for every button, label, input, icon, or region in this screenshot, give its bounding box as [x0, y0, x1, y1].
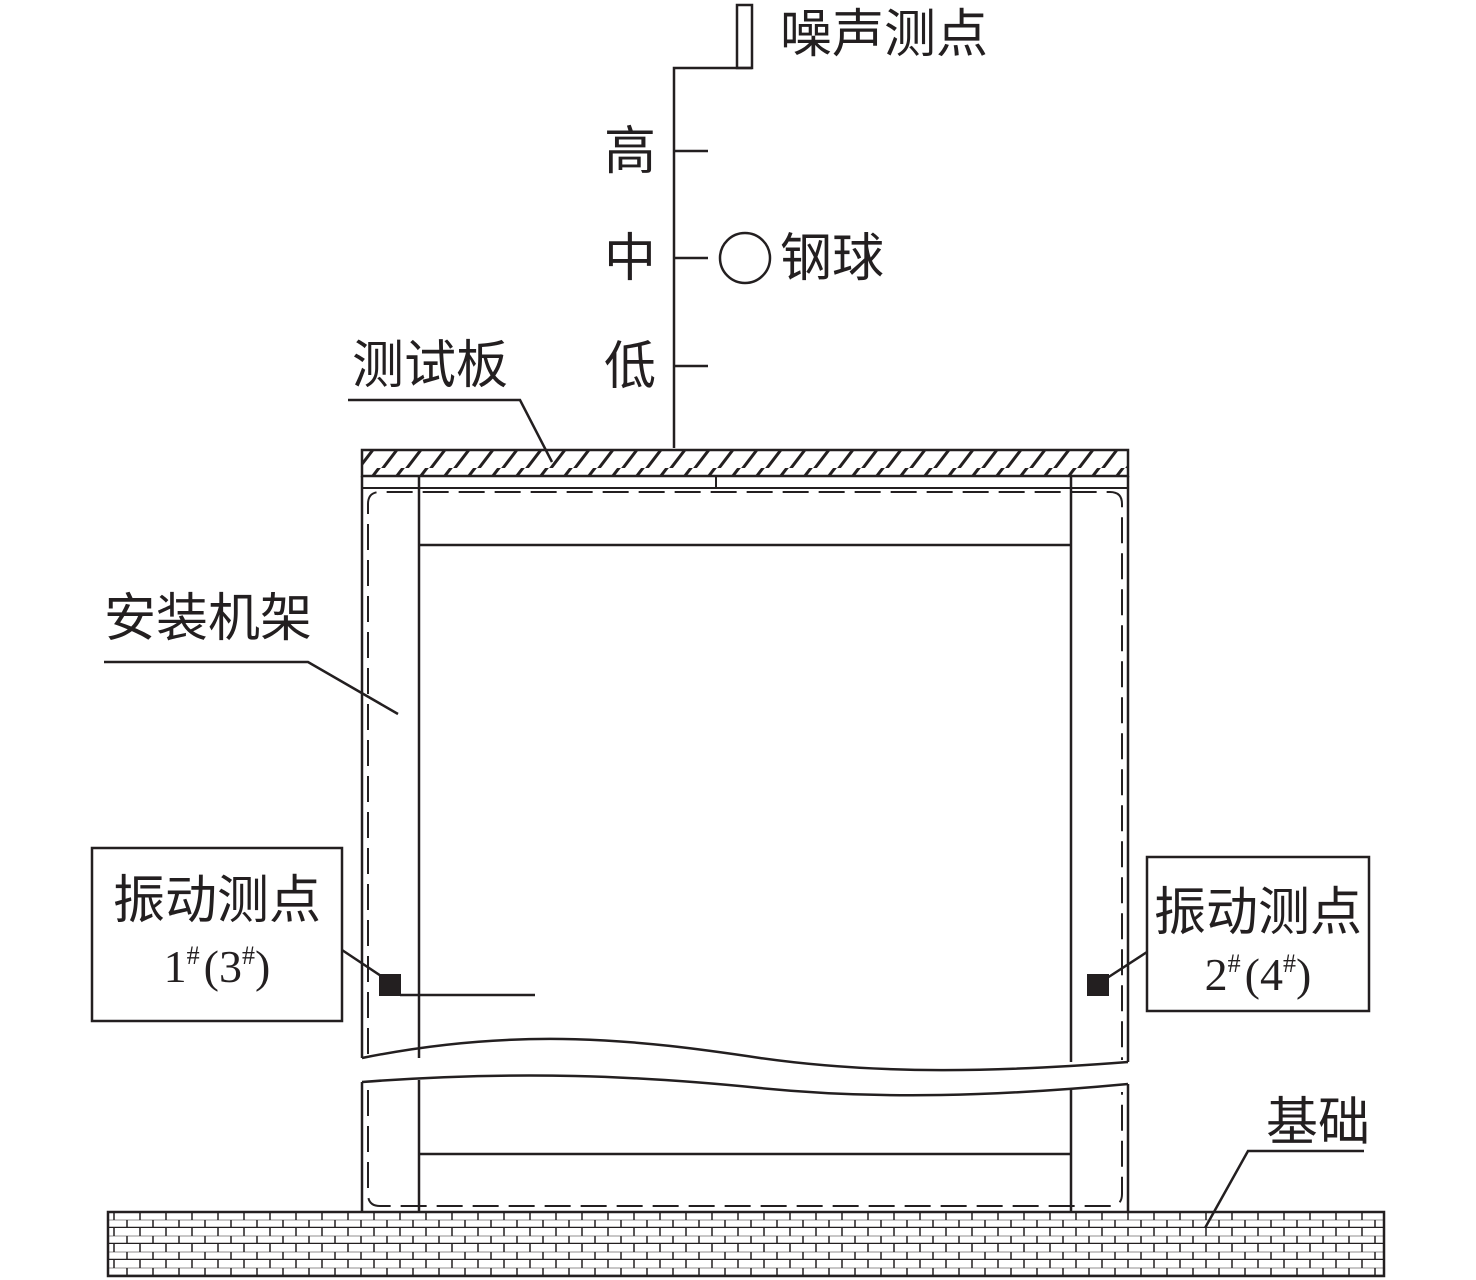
vibration-left-number: 1#(3#): [164, 941, 271, 992]
test-plate: [360, 448, 1130, 478]
vibration-right-title: 振动测点: [1154, 883, 1362, 943]
test-plate-label: 测试板: [352, 336, 508, 396]
test-plate-leader: [348, 398, 554, 463]
vibration-box-left: [90, 846, 344, 1023]
vibration-right-number: 2#(4#): [1205, 949, 1312, 1000]
vibration-box-right: [1145, 855, 1371, 1013]
vibration-left-leader: [341, 948, 385, 980]
foundation: [106, 1210, 1386, 1278]
foundation-leader: [1203, 1149, 1364, 1229]
steel-ball-label: 钢球: [780, 229, 884, 289]
height-low-label: 低: [604, 337, 656, 397]
mount-frame-leader: [104, 660, 399, 716]
steel-ball: [718, 231, 772, 285]
foundation-label: 基础: [1266, 1093, 1370, 1153]
height-ticks: [674, 149, 708, 368]
vibration-sensor-left: [379, 974, 401, 996]
mount-frame-upper: [360, 476, 1130, 1072]
vibration-sensor-right: [1087, 974, 1109, 996]
height-mid-label: 中: [604, 229, 656, 289]
vibration-left-title: 振动测点: [113, 871, 321, 931]
noise-point-sensor: [672, 3, 754, 448]
vibration-right-leader: [1103, 950, 1148, 982]
noise-point-label: 噪声测点: [780, 5, 988, 65]
mount-frame-label: 安装机架: [104, 589, 312, 649]
height-high-label: 高: [604, 122, 656, 182]
mount-frame-lower: [360, 1074, 1130, 1212]
